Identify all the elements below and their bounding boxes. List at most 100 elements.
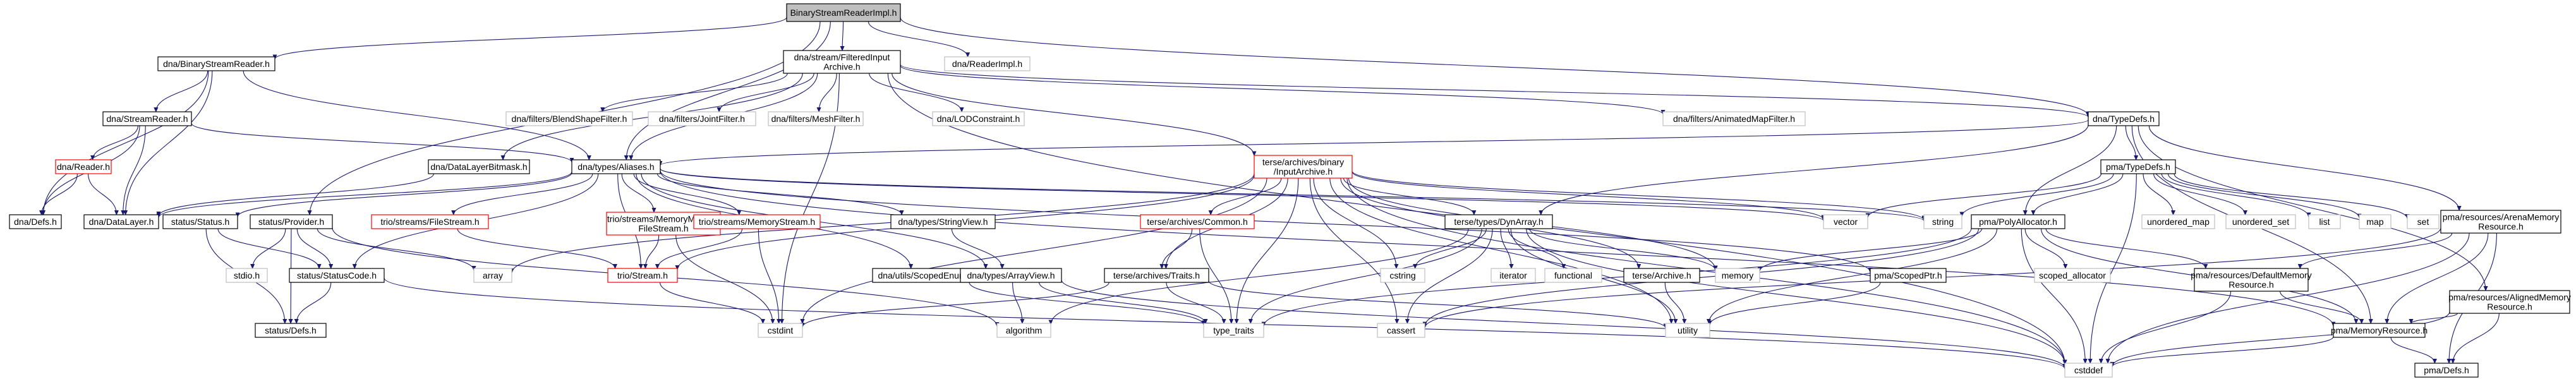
node-dynarray[interactable]: terse/types/DynArray.h	[1444, 214, 1553, 229]
node-cstdint[interactable]: cstdint	[758, 323, 803, 338]
node-cstring[interactable]: cstring	[1380, 268, 1425, 283]
node-reader[interactable]: dna/Reader.h	[55, 159, 112, 174]
edge-line	[802, 177, 1267, 323]
node-utility[interactable]: utility	[1665, 323, 1710, 338]
node-memstream[interactable]: trio/streams/MemoryStream.h	[693, 214, 821, 229]
node-polyalloc[interactable]: pma/PolyAllocator.h	[1971, 214, 2065, 229]
edge-line	[2387, 232, 2489, 323]
node-readerimpl[interactable]: dna/ReaderImpl.h	[944, 56, 1031, 71]
edge-pma_typedefs-to-polyalloc	[2033, 173, 2124, 215]
edge-line	[603, 73, 788, 112]
edge-line	[512, 173, 1255, 273]
edge-line	[951, 228, 1002, 268]
edge-bsr-to-defs	[44, 70, 209, 215]
node-triostream[interactable]: trio/Stream.h	[607, 268, 678, 283]
node-box	[1140, 214, 1255, 229]
node-statuscode[interactable]: status/StatusCode.h	[289, 268, 385, 283]
edge-line	[1760, 228, 1983, 271]
node-set[interactable]: set	[2407, 214, 2440, 229]
edge-line	[1012, 282, 1022, 323]
node-status_status[interactable]: status/Status.h	[162, 214, 238, 229]
node-memres[interactable]: pma/MemoryResource.h	[2331, 323, 2428, 338]
node-aliases[interactable]: dna/types/Aliases.h	[571, 159, 661, 174]
edge-line	[243, 70, 589, 160]
edge-line	[1313, 177, 1396, 268]
edge-polyalloc-to-typetraits	[1264, 228, 1972, 326]
node-arrayview[interactable]: dna/types/ArrayView.h	[960, 268, 1062, 283]
node-label: dna/filters/AnimatedMapFilter.h	[1673, 114, 1795, 124]
node-typedefs[interactable]: dna/TypeDefs.h	[2088, 111, 2160, 126]
node-defs[interactable]: dna/Defs.h	[9, 214, 62, 229]
node-vector[interactable]: vector	[1823, 214, 1868, 229]
node-archive[interactable]: terse/Archive.h	[1623, 268, 1700, 283]
edge-sr-to-datalayer	[123, 125, 146, 215]
nodes-layer: BinaryStreamReaderImpl.h dna/BinaryStream…	[9, 3, 2571, 378]
node-box	[758, 323, 803, 338]
edge-memstream-to-triostream	[657, 228, 743, 268]
node-algorithm[interactable]: algorithm	[996, 323, 1051, 338]
node-datalayer[interactable]: dna/DataLayer.h	[83, 214, 159, 229]
node-filestream[interactable]: trio/streams/FileStream.h	[371, 214, 489, 229]
node-pmadefs[interactable]: pma/Defs.h	[2414, 363, 2479, 378]
edge-aliases-to-datalayer	[159, 171, 572, 218]
edge-typedefs-to-aligned	[2138, 125, 2486, 291]
node-label: Resource.h	[2478, 222, 2524, 232]
node-traits[interactable]: terse/archives/Traits.h	[1104, 268, 1209, 283]
node-label: type_traits	[1213, 325, 1254, 335]
node-functional[interactable]: functional	[1544, 268, 1602, 283]
node-typetraits[interactable]: type_traits	[1203, 323, 1264, 338]
edge-line	[2411, 313, 2458, 323]
node-label: iterator	[1499, 270, 1527, 280]
node-list[interactable]: list	[2308, 214, 2341, 229]
edge-fia-to-lod	[869, 73, 962, 112]
edge-archive-to-utility	[1664, 282, 1684, 323]
node-string[interactable]: string	[1923, 214, 1962, 229]
node-iterator[interactable]: iterator	[1491, 268, 1536, 283]
node-umap[interactable]: unordered_map	[2141, 214, 2215, 229]
node-box	[55, 159, 112, 174]
node-cstddef[interactable]: cstddef	[2064, 363, 2113, 378]
edge-line	[1039, 282, 1206, 323]
node-stringview[interactable]: dna/types/StringView.h	[890, 214, 996, 229]
node-animap[interactable]: dna/filters/AnimatedMapFilter.h	[1662, 111, 1806, 126]
node-pma_typedefs[interactable]: pma/TypeDefs.h	[2100, 159, 2176, 174]
edge-aliases-to-vector	[660, 168, 1823, 220]
node-joint[interactable]: dna/filters/JointFilter.h	[648, 111, 756, 126]
node-stdio[interactable]: stdio.h	[226, 268, 268, 283]
node-map[interactable]: map	[2359, 214, 2392, 229]
node-terra_bia[interactable]: terse/archives/binary/InputArchive.h	[1254, 155, 1353, 179]
node-root[interactable]: BinaryStreamReaderImpl.h	[786, 3, 901, 22]
node-scopedptr[interactable]: pma/ScopedPtr.h	[1870, 268, 1947, 283]
edge-sr-to-aliases	[191, 123, 572, 162]
edge-terra_bia-to-array	[512, 173, 1255, 273]
edge-arena-to-cstddef	[2108, 232, 2470, 363]
node-label: dna/filters/BlendShapeFilter.h	[512, 114, 627, 124]
node-label: pma/TypeDefs.h	[2106, 162, 2170, 172]
node-sr[interactable]: dna/StreamReader.h	[102, 111, 192, 126]
node-box	[2194, 268, 2309, 292]
node-blend[interactable]: dna/filters/BlendShapeFilter.h	[505, 111, 633, 126]
node-scopedalloc[interactable]: scoped_allocator	[2034, 268, 2111, 283]
node-statusdefs[interactable]: status/Defs.h	[255, 323, 327, 338]
edge-line	[675, 234, 773, 323]
node-label: dna/filters/JointFilter.h	[659, 114, 745, 124]
node-lod[interactable]: dna/LODConstraint.h	[932, 111, 1025, 126]
edge-line	[42, 173, 78, 215]
node-memory[interactable]: memory	[1715, 268, 1760, 283]
edge-defaultmem-to-cstddef	[2101, 291, 2232, 363]
node-status_provider[interactable]: status/Provider.h	[250, 214, 333, 229]
node-uset[interactable]: unordered_set	[2225, 214, 2296, 229]
node-common[interactable]: terse/archives/Common.h	[1140, 214, 1255, 229]
node-box	[996, 323, 1051, 338]
edge-line	[900, 64, 2088, 117]
node-array[interactable]: array	[473, 268, 512, 283]
node-box	[1203, 323, 1264, 338]
node-mesh[interactable]: dna/filters/MeshFilter.h	[768, 111, 864, 126]
node-bitmask[interactable]: dna/DataLayerBitmask.h	[428, 159, 530, 174]
node-cassert[interactable]: cassert	[1377, 323, 1425, 338]
node-bsr[interactable]: dna/BinaryStreamReader.h	[157, 56, 275, 71]
